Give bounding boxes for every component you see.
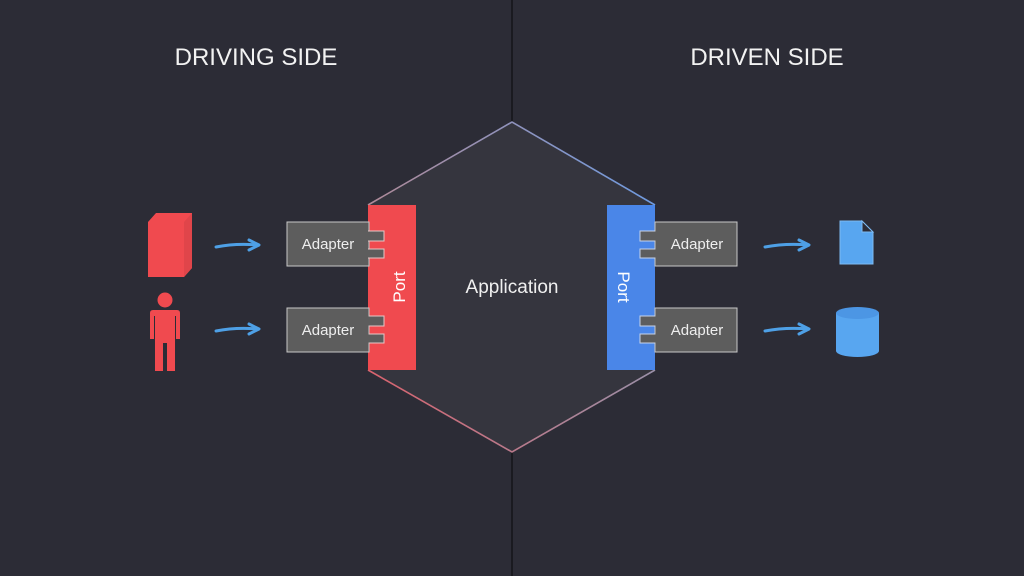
- adapter-box[interactable]: [654, 221, 738, 267]
- driving-port[interactable]: Port: [368, 205, 416, 370]
- adapter-box[interactable]: [286, 307, 370, 353]
- driving-port-label: Port: [390, 271, 409, 302]
- adapter-plug-tabs: [639, 315, 655, 344]
- adapter-box[interactable]: [286, 221, 370, 267]
- driven-adapter-1[interactable]: Adapter: [639, 221, 738, 267]
- driven-arrow-1: [763, 238, 811, 252]
- driven-side-title: DRIVEN SIDE: [690, 44, 843, 71]
- application-label: Application: [466, 277, 559, 298]
- hexagon-fill: [368, 122, 655, 452]
- driven-arrow-2: [763, 322, 811, 336]
- adapter-label: Adapter: [671, 236, 724, 253]
- file-icon: [839, 219, 875, 265]
- adapter-plug-tabs: [639, 230, 655, 259]
- driving-adapter-2[interactable]: Adapter: [286, 307, 385, 353]
- adapter-plug-tabs: [369, 315, 385, 344]
- adapter-label: Adapter: [302, 322, 355, 339]
- driven-adapter-2[interactable]: Adapter: [639, 307, 738, 353]
- server-box-icon: [148, 213, 192, 277]
- driven-port[interactable]: Port: [607, 205, 655, 370]
- application-hexagon: [367, 121, 656, 453]
- adapter-label: Adapter: [302, 236, 355, 253]
- driving-arrow-1: [214, 238, 261, 252]
- driven-port-label: Port: [614, 271, 633, 302]
- driving-side-title: DRIVING SIDE: [175, 44, 338, 71]
- adapter-box[interactable]: [654, 307, 738, 353]
- hexagon-top-edge: [367, 121, 656, 206]
- user-icon: [150, 292, 180, 371]
- database-icon: [836, 307, 879, 357]
- hexagon-bottom-edge: [367, 369, 656, 453]
- adapter-label: Adapter: [671, 322, 724, 339]
- driving-arrow-2: [214, 322, 261, 336]
- driving-adapter-1[interactable]: Adapter: [286, 221, 385, 267]
